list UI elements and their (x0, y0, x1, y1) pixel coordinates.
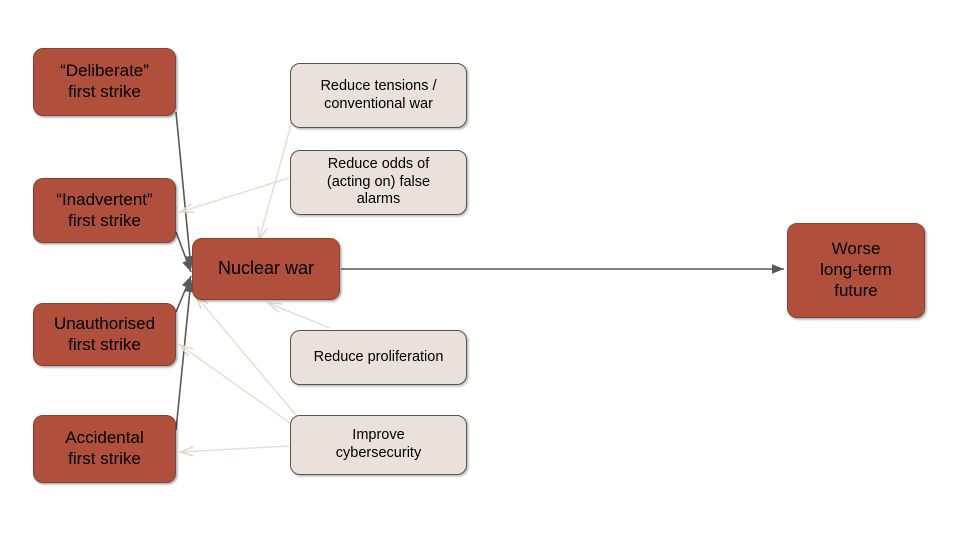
node-label: Reduce odds of (acting on) false alarms (326, 155, 431, 208)
edge-reduce-proliferation-to-nuclear-war (268, 303, 331, 329)
edge-inadvertent-to-nuclear-war (175, 231, 192, 273)
node-inadvertent-first-strike[interactable]: “Inadvertent” first strike (33, 178, 176, 243)
edge-reduce-false-alarms-to-inadvertent (180, 177, 290, 212)
node-label: Unauthorised first strike (53, 313, 156, 354)
node-unauthorised-first-strike[interactable]: Unauthorised first strike (33, 303, 176, 366)
node-label: Improve cybersecurity (335, 427, 422, 461)
node-worse-long-term-future[interactable]: Worse long-term future (787, 223, 925, 318)
edge-improve-cybersecurity-to-nuclear-war (196, 296, 301, 421)
edge-improve-cybersecurity-to-accidental (180, 445, 290, 452)
node-label: Accidental first strike (65, 428, 144, 468)
node-label: “Deliberate” first strike (60, 61, 149, 101)
edge-deliberate-to-nuclear-war (175, 111, 195, 269)
node-improve-cybersecurity[interactable]: Improve cybersecurity (290, 415, 467, 475)
causal-edge-group (175, 111, 195, 431)
edge-improve-cybersecurity-to-unauthorised (180, 345, 298, 429)
node-nuclear-war[interactable]: Nuclear war (192, 238, 340, 300)
node-reduce-tensions[interactable]: Reduce tensions / conventional war (290, 63, 467, 128)
node-reduce-false-alarms[interactable]: Reduce odds of (acting on) false alarms (290, 150, 467, 215)
node-reduce-proliferation[interactable]: Reduce proliferation (290, 330, 467, 385)
edge-accidental-to-nuclear-war (175, 279, 195, 431)
node-label: Worse long-term future (820, 239, 892, 300)
node-label: “Inadvertent” first strike (56, 189, 153, 230)
node-deliberate-first-strike[interactable]: “Deliberate” first strike (33, 48, 176, 116)
edge-reduce-tensions-to-nuclear-war (259, 117, 294, 240)
node-label: Nuclear war (217, 258, 315, 279)
node-accidental-first-strike[interactable]: Accidental first strike (33, 415, 176, 483)
node-label: Reduce proliferation (313, 348, 444, 365)
node-label: Reduce tensions / conventional war (320, 77, 437, 112)
intervention-edge-group (180, 117, 331, 452)
